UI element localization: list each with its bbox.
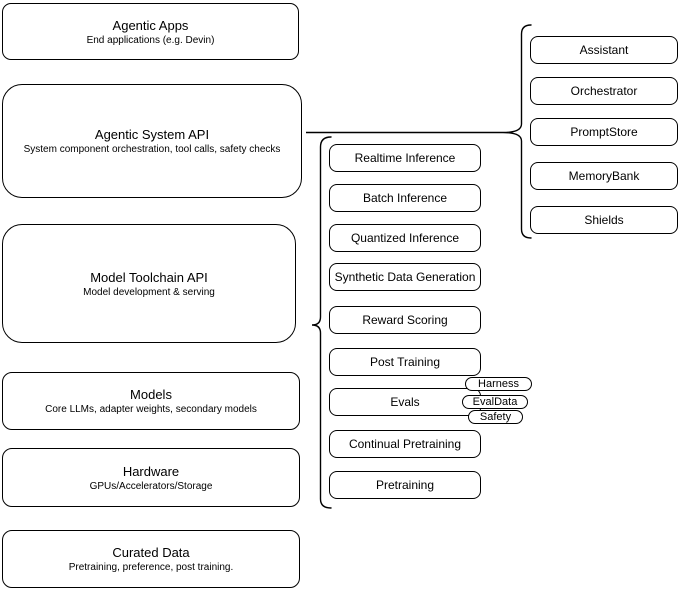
eval-tag-evaldata: EvalData xyxy=(462,395,528,409)
node-subtitle: System component orchestration, tool cal… xyxy=(23,144,281,155)
node-post-training: Post Training xyxy=(329,348,481,376)
eval-tag-safety: Safety xyxy=(468,410,523,424)
node-models: Models Core LLMs, adapter weights, secon… xyxy=(2,372,300,430)
node-title: Model Toolchain API xyxy=(90,269,208,285)
node-subtitle: Model development & serving xyxy=(83,286,215,298)
node-evals: Evals xyxy=(329,388,481,416)
node-memorybank: MemoryBank xyxy=(530,162,678,190)
node-orchestrator: Orchestrator xyxy=(530,77,678,105)
node-assistant: Assistant xyxy=(530,36,678,64)
eval-tag-harness: Harness xyxy=(465,377,532,391)
node-shields: Shields xyxy=(530,206,678,234)
node-synthetic-data-generation: Synthetic Data Generation xyxy=(329,263,481,291)
node-title: Agentic Apps xyxy=(112,17,189,33)
node-curated-data: Curated Data Pretraining, preference, po… xyxy=(2,530,300,588)
node-subtitle: GPUs/Accelerators/Storage xyxy=(89,480,213,492)
node-agentic-system-api: Agentic System API System component orch… xyxy=(2,84,302,198)
node-subtitle: End applications (e.g. Devin) xyxy=(86,34,215,46)
node-title: Hardware xyxy=(122,463,180,479)
node-continual-pretraining: Continual Pretraining xyxy=(329,430,481,458)
node-title: Curated Data xyxy=(112,545,190,560)
node-realtime-inference: Realtime Inference xyxy=(329,144,481,172)
node-hardware: Hardware GPUs/Accelerators/Storage xyxy=(2,448,300,507)
node-model-toolchain-api: Model Toolchain API Model development & … xyxy=(2,224,296,343)
node-subtitle: Pretraining, preference, post training. xyxy=(68,562,234,573)
node-pretraining: Pretraining xyxy=(329,471,481,499)
node-batch-inference: Batch Inference xyxy=(329,184,481,212)
node-promptstore: PromptStore xyxy=(530,118,678,146)
node-quantized-inference: Quantized Inference xyxy=(329,224,481,252)
node-title: Models xyxy=(130,387,172,402)
node-title: Agentic System API xyxy=(94,127,210,142)
toolchain-brace-icon xyxy=(311,136,332,509)
node-subtitle: Core LLMs, adapter weights, secondary mo… xyxy=(45,404,257,415)
node-agentic-apps: Agentic Apps End applications (e.g. Devi… xyxy=(2,3,299,60)
node-reward-scoring: Reward Scoring xyxy=(329,306,481,334)
system-components-brace-icon xyxy=(502,24,532,239)
